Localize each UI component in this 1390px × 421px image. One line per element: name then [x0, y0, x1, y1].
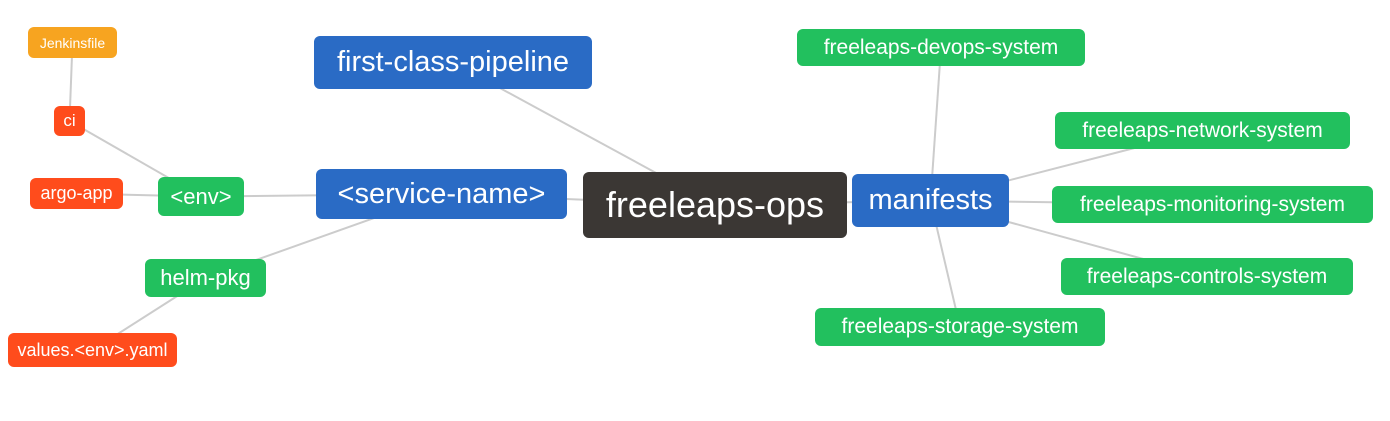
- node-label: values.<env>.yaml: [17, 339, 168, 360]
- node-freeleaps-storage-system[interactable]: freeleaps-storage-system: [815, 308, 1105, 346]
- node-label: first-class-pipeline: [336, 46, 570, 78]
- node-label: helm-pkg: [160, 265, 251, 290]
- node-values-env-yaml[interactable]: values.<env>.yaml: [8, 333, 177, 367]
- node-freeleaps-monitoring-system[interactable]: freeleaps-monitoring-system: [1052, 186, 1373, 223]
- node-service-name[interactable]: <service-name>: [316, 169, 567, 219]
- node-label: freeleaps-devops-system: [823, 35, 1059, 59]
- node-label: <service-name>: [337, 177, 546, 210]
- node-label: freeleaps-storage-system: [841, 315, 1079, 338]
- node-label: ci: [63, 111, 76, 130]
- node-freeleaps-ops[interactable]: freeleaps-ops: [583, 172, 847, 238]
- node-freeleaps-network-system[interactable]: freeleaps-network-system: [1055, 112, 1350, 149]
- node-freeleaps-devops-system[interactable]: freeleaps-devops-system: [797, 29, 1085, 66]
- node-manifests[interactable]: manifests: [852, 174, 1009, 227]
- node-label: manifests: [868, 184, 993, 216]
- node-first-class-pipeline[interactable]: first-class-pipeline: [314, 36, 592, 89]
- node-label: freeleaps-ops: [605, 184, 825, 225]
- node-argo-app[interactable]: argo-app: [30, 178, 123, 209]
- node-label: Jenkinsfile: [39, 34, 106, 51]
- node-label: <env>: [170, 183, 232, 209]
- node-label: freeleaps-monitoring-system: [1080, 192, 1345, 216]
- node-ci[interactable]: ci: [54, 106, 85, 136]
- node-label: freeleaps-controls-system: [1086, 264, 1328, 288]
- node-helm-pkg[interactable]: helm-pkg: [145, 259, 266, 297]
- node-label: freeleaps-network-system: [1082, 118, 1323, 142]
- node-label: argo-app: [40, 183, 113, 203]
- node-freeleaps-controls-system[interactable]: freeleaps-controls-system: [1061, 258, 1353, 295]
- node-jenkinsfile[interactable]: Jenkinsfile: [28, 27, 117, 58]
- node-env[interactable]: <env>: [158, 177, 244, 216]
